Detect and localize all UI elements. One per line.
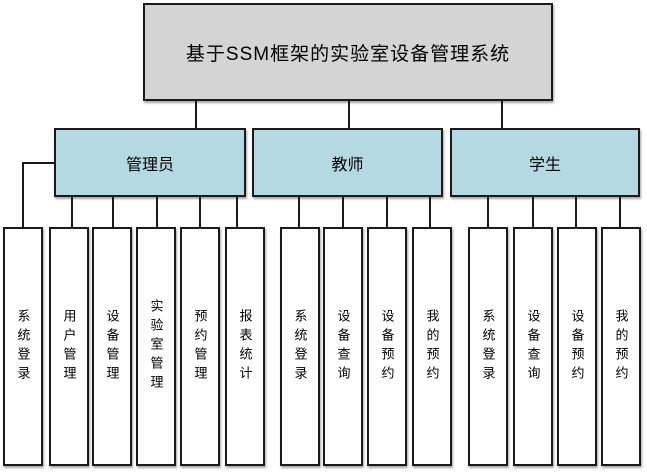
leaf-node-report-statistics: 报表统计 — [225, 227, 265, 466]
connector-admin-child5 — [199, 197, 201, 227]
role-node-teacher: 教师 — [252, 128, 443, 197]
connector-teacher-child1 — [298, 197, 300, 227]
role-node-student: 学生 — [450, 128, 640, 197]
connector-student-child3 — [575, 197, 577, 227]
leaf-label: 设备管理 — [104, 308, 120, 385]
leaf-label: 系统登录 — [480, 308, 496, 385]
leaf-label: 用户管理 — [61, 308, 77, 385]
leaf-node-my-reservations-teacher: 我的预约 — [412, 227, 452, 466]
connector-admin-child2 — [71, 197, 73, 227]
connector-student-child2 — [532, 197, 534, 227]
connector-student-child4 — [619, 197, 621, 227]
leaf-label: 报表统计 — [237, 308, 253, 385]
leaf-label: 设备预约 — [379, 308, 395, 385]
leaf-node-equipment-reserve-teacher: 设备预约 — [367, 227, 407, 466]
leaf-label: 设备预约 — [569, 308, 585, 385]
connector-admin-child6 — [236, 197, 238, 227]
connector-admin-elbow-vertical — [22, 162, 24, 227]
connector-admin-child4 — [156, 197, 158, 227]
role-node-admin: 管理员 — [54, 128, 246, 197]
connector-root-student — [501, 101, 503, 128]
connector-admin-elbow-horizontal — [22, 162, 54, 164]
leaf-label: 我的预约 — [613, 308, 629, 385]
connector-admin-child3 — [112, 197, 114, 227]
leaf-label: 我的预约 — [424, 308, 440, 385]
connector-root-admin — [195, 101, 197, 128]
leaf-node-system-login-admin: 系统登录 — [3, 227, 43, 466]
connector-teacher-child4 — [429, 197, 431, 227]
leaf-label: 设备查询 — [525, 308, 541, 385]
connector-teacher-child2 — [342, 197, 344, 227]
leaf-node-equipment-reserve-student: 设备预约 — [557, 227, 597, 466]
leaf-label: 系统登录 — [15, 308, 31, 385]
leaf-node-my-reservations-student: 我的预约 — [601, 227, 641, 466]
connector-student-child1 — [487, 197, 489, 227]
leaf-label: 设备查询 — [335, 308, 351, 385]
leaf-label: 系统登录 — [292, 308, 308, 385]
leaf-node-system-login-teacher: 系统登录 — [280, 227, 320, 466]
connector-root-teacher — [348, 101, 350, 128]
leaf-node-reservation-management: 预约管理 — [180, 227, 220, 466]
leaf-node-user-management: 用户管理 — [49, 227, 89, 466]
root-node-system-title: 基于SSM框架的实验室设备管理系统 — [143, 3, 553, 101]
leaf-node-equipment-query-teacher: 设备查询 — [323, 227, 363, 466]
leaf-node-system-login-student: 系统登录 — [468, 227, 508, 466]
leaf-label: 预约管理 — [192, 308, 208, 385]
connector-teacher-child3 — [386, 197, 388, 227]
leaf-node-equipment-query-student: 设备查询 — [513, 227, 553, 466]
leaf-node-lab-management: 实验室管理 — [136, 227, 176, 466]
leaf-label: 实验室管理 — [148, 299, 164, 394]
leaf-node-equipment-management: 设备管理 — [92, 227, 132, 466]
